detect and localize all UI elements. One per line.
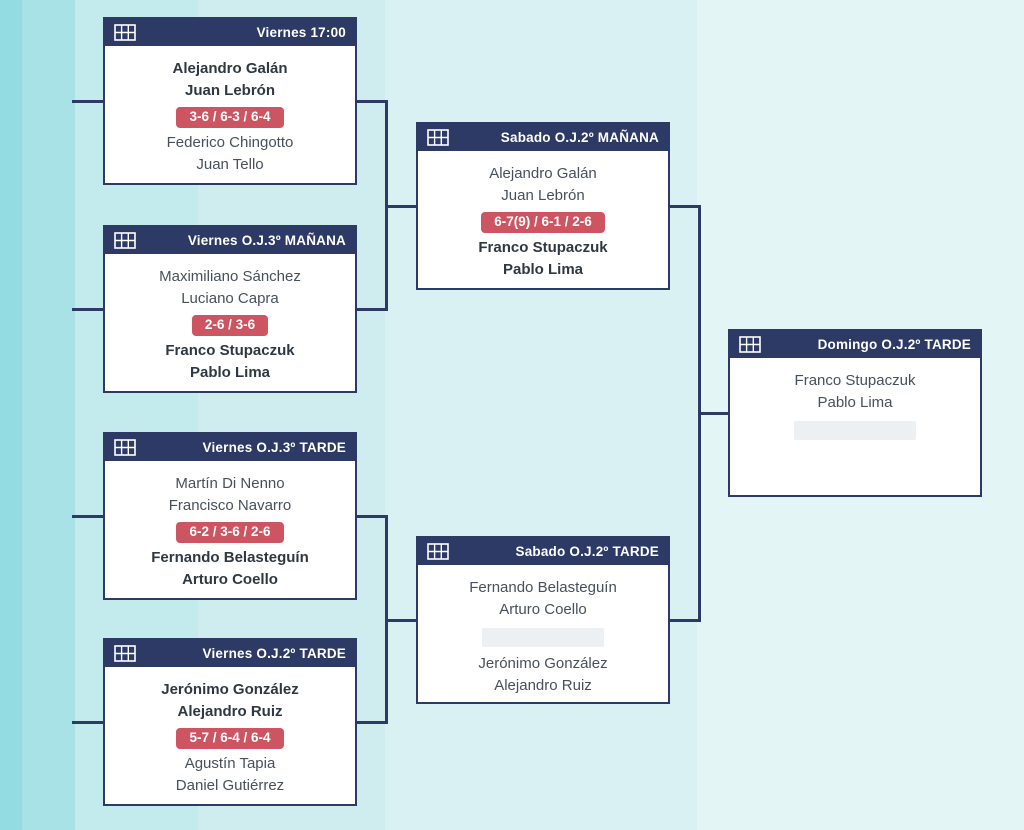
court-grid-icon xyxy=(114,439,136,456)
team-1: Martín Di Nenno Francisco Navarro xyxy=(105,473,355,517)
score-placeholder xyxy=(482,628,604,647)
player-name: Alejandro Ruiz xyxy=(177,703,283,720)
player-name: Alejandro Galán xyxy=(489,165,597,182)
match-schedule-label: Viernes 17:00 xyxy=(256,25,346,40)
match-body: Jerónimo González Alejandro Ruiz 5-7 / 6… xyxy=(105,667,355,797)
match-schedule-label: Viernes O.J.3º MAÑANA xyxy=(187,233,346,248)
player-name: Pablo Lima xyxy=(189,364,271,381)
connector-line xyxy=(385,619,416,622)
player-name: Martín Di Nenno xyxy=(175,475,285,492)
team-2: Fernando Belasteguín Arturo Coello xyxy=(105,547,355,591)
score-badge: 6-2 / 3-6 / 2-6 xyxy=(176,522,284,543)
player-name: Juan Tello xyxy=(196,156,264,173)
team-1: Franco Stupaczuk Pablo Lima xyxy=(730,370,980,414)
court-grid-icon xyxy=(739,336,761,353)
court-grid-icon xyxy=(114,24,136,41)
team-2: Jerónimo González Alejandro Ruiz xyxy=(418,653,668,697)
player-name: Daniel Gutiérrez xyxy=(175,777,285,794)
team-1: Jerónimo González Alejandro Ruiz xyxy=(105,679,355,723)
player-name: Arturo Coello xyxy=(182,571,278,588)
player-name: Juan Lebrón xyxy=(184,82,275,99)
player-name: Franco Stupaczuk xyxy=(478,239,608,256)
player-name: Franco Stupaczuk xyxy=(794,372,916,389)
player-name: Franco Stupaczuk xyxy=(165,342,295,359)
match-card-quarterfinal-4[interactable]: Viernes O.J.2º TARDE Jerónimo González A… xyxy=(103,638,357,806)
connector-line xyxy=(698,412,728,415)
team-1: Alejandro Galán Juan Lebrón xyxy=(418,163,668,207)
match-header: Sabado O.J.2º TARDE xyxy=(418,538,668,565)
background-stripe xyxy=(22,0,75,830)
score-badge: 6-7(9) / 6-1 / 2-6 xyxy=(481,212,605,233)
player-name: Pablo Lima xyxy=(502,261,584,278)
court-grid-icon xyxy=(427,129,449,146)
match-body: Alejandro Galán Juan Lebrón 3-6 / 6-3 / … xyxy=(105,46,355,176)
player-name: Juan Lebrón xyxy=(501,187,585,204)
match-schedule-label: Sabado O.J.2º MAÑANA xyxy=(500,130,659,145)
player-name: Fernando Belasteguín xyxy=(469,579,617,596)
match-header: Sabado O.J.2º MAÑANA xyxy=(418,124,668,151)
background-stripe xyxy=(0,0,22,830)
match-card-semifinal-1[interactable]: Sabado O.J.2º MAÑANA Alejandro Galán Jua… xyxy=(416,122,670,290)
match-card-quarterfinal-2[interactable]: Viernes O.J.3º MAÑANA Maximiliano Sánche… xyxy=(103,225,357,393)
match-header: Domingo O.J.2º TARDE xyxy=(730,331,980,358)
match-body: Alejandro Galán Juan Lebrón 6-7(9) / 6-1… xyxy=(418,151,668,281)
connector-line xyxy=(357,515,388,518)
match-schedule-label: Sabado O.J.2º TARDE xyxy=(515,544,659,559)
player-name: Alejandro Ruiz xyxy=(494,677,592,694)
connector-line xyxy=(357,100,388,103)
score-badge: 2-6 / 3-6 xyxy=(191,315,269,336)
player-name: Pablo Lima xyxy=(817,394,893,411)
court-grid-icon xyxy=(114,645,136,662)
score-placeholder xyxy=(794,421,916,440)
connector-line xyxy=(72,515,103,518)
match-card-final[interactable]: Domingo O.J.2º TARDE Franco Stupaczuk Pa… xyxy=(728,329,982,497)
team-2: Federico Chingotto Juan Tello xyxy=(105,132,355,176)
connector-line xyxy=(670,205,701,208)
player-name: Jerónimo González xyxy=(478,655,608,672)
match-schedule-label: Viernes O.J.2º TARDE xyxy=(202,646,346,661)
team-2: Franco Stupaczuk Pablo Lima xyxy=(105,340,355,384)
connector-line xyxy=(357,721,388,724)
court-grid-icon xyxy=(114,232,136,249)
connector-line xyxy=(72,100,103,103)
player-name: Luciano Capra xyxy=(181,290,279,307)
team-2: Agustín Tapia Daniel Gutiérrez xyxy=(105,753,355,797)
match-schedule-label: Domingo O.J.2º TARDE xyxy=(817,337,971,352)
match-body: Maximiliano Sánchez Luciano Capra 2-6 / … xyxy=(105,254,355,384)
player-name: Maximiliano Sánchez xyxy=(159,268,301,285)
team-1: Maximiliano Sánchez Luciano Capra xyxy=(105,266,355,310)
player-name: Arturo Coello xyxy=(499,601,587,618)
match-card-quarterfinal-1[interactable]: Viernes 17:00 Alejandro Galán Juan Lebró… xyxy=(103,17,357,185)
score-badge: 5-7 / 6-4 / 6-4 xyxy=(176,728,284,749)
match-header: Viernes O.J.3º TARDE xyxy=(105,434,355,461)
player-name: Francisco Navarro xyxy=(168,497,292,514)
match-header: Viernes O.J.2º TARDE xyxy=(105,640,355,667)
connector-line xyxy=(670,619,701,622)
match-schedule-label: Viernes O.J.3º TARDE xyxy=(202,440,346,455)
match-body: Franco Stupaczuk Pablo Lima xyxy=(730,358,980,440)
match-card-quarterfinal-3[interactable]: Viernes O.J.3º TARDE Martín Di Nenno Fra… xyxy=(103,432,357,600)
score-badge: 3-6 / 6-3 / 6-4 xyxy=(176,107,284,128)
team-1: Fernando Belasteguín Arturo Coello xyxy=(418,577,668,621)
connector-line xyxy=(72,721,103,724)
player-name: Agustín Tapia xyxy=(184,755,276,772)
match-body: Fernando Belasteguín Arturo Coello Jerón… xyxy=(418,565,668,697)
team-2: Franco Stupaczuk Pablo Lima xyxy=(418,237,668,281)
player-name: Jerónimo González xyxy=(161,681,299,698)
connector-line xyxy=(357,308,388,311)
player-name: Fernando Belasteguín xyxy=(151,549,309,566)
connector-line xyxy=(72,308,103,311)
match-header: Viernes 17:00 xyxy=(105,19,355,46)
match-body: Martín Di Nenno Francisco Navarro 6-2 / … xyxy=(105,461,355,591)
player-name: Federico Chingotto xyxy=(166,134,294,151)
connector-line xyxy=(385,205,416,208)
team-1: Alejandro Galán Juan Lebrón xyxy=(105,58,355,102)
match-card-semifinal-2[interactable]: Sabado O.J.2º TARDE Fernando Belasteguín… xyxy=(416,536,670,704)
player-name: Alejandro Galán xyxy=(172,60,288,77)
match-header: Viernes O.J.3º MAÑANA xyxy=(105,227,355,254)
court-grid-icon xyxy=(427,543,449,560)
